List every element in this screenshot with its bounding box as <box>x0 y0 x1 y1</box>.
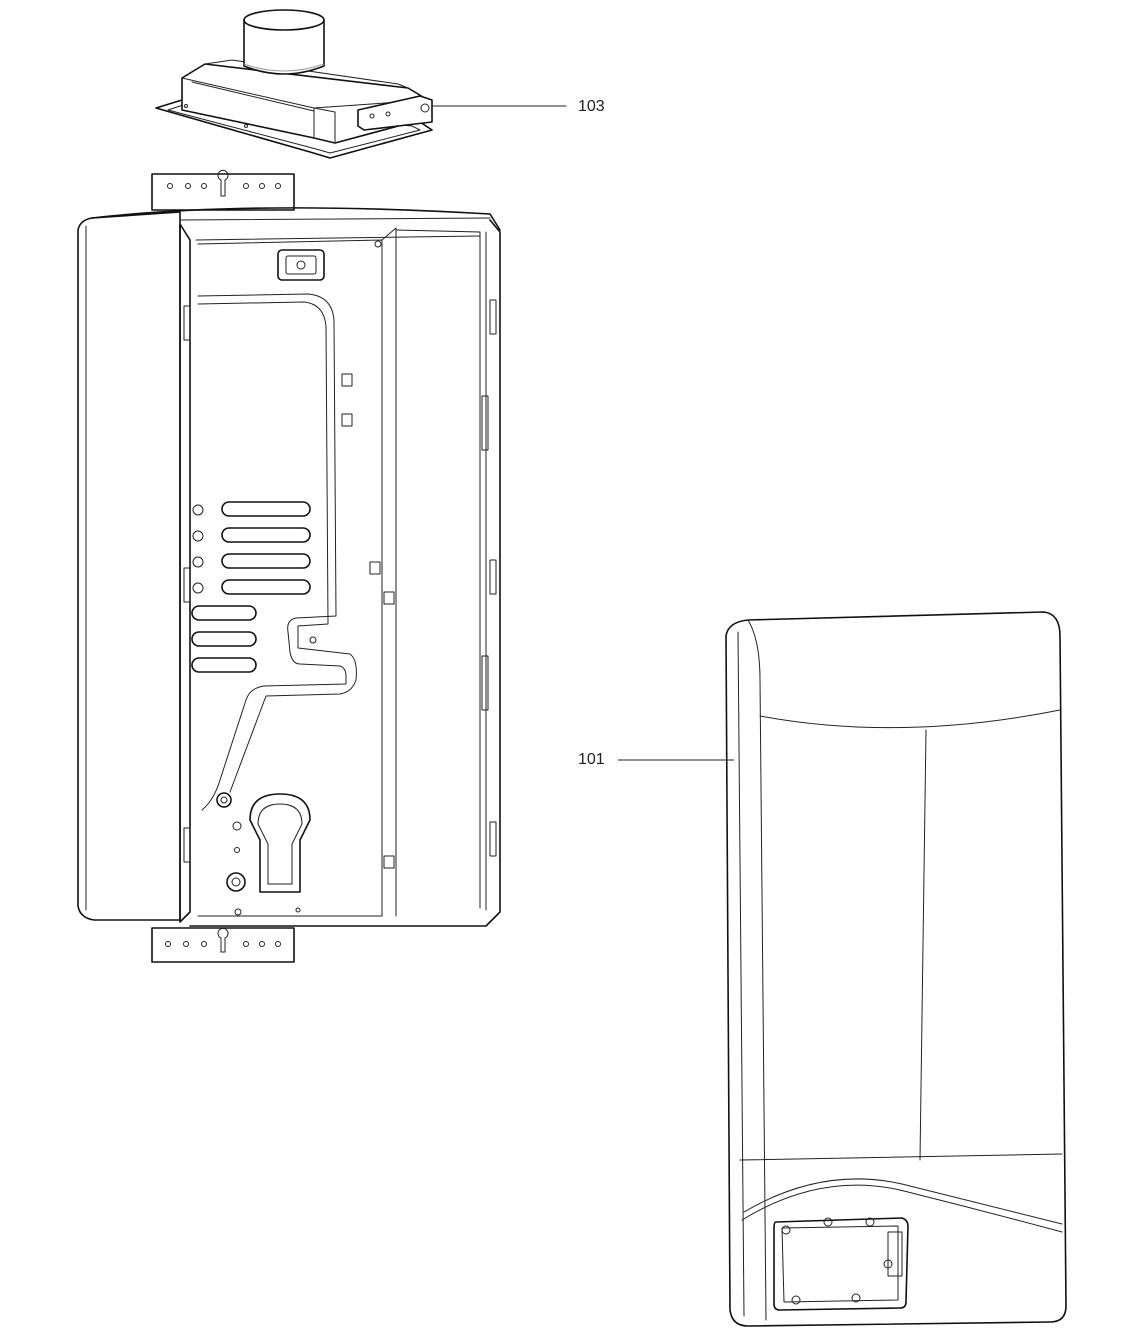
callout-label-103: 103 <box>578 98 605 115</box>
callout-label-101: 101 <box>578 751 605 768</box>
front-cover-part <box>725 611 1067 1327</box>
callout-103: 103 <box>431 98 605 115</box>
flue-adapter-part <box>155 9 433 159</box>
callout-101: 101 <box>578 751 735 768</box>
rear-casing-part <box>77 170 501 963</box>
